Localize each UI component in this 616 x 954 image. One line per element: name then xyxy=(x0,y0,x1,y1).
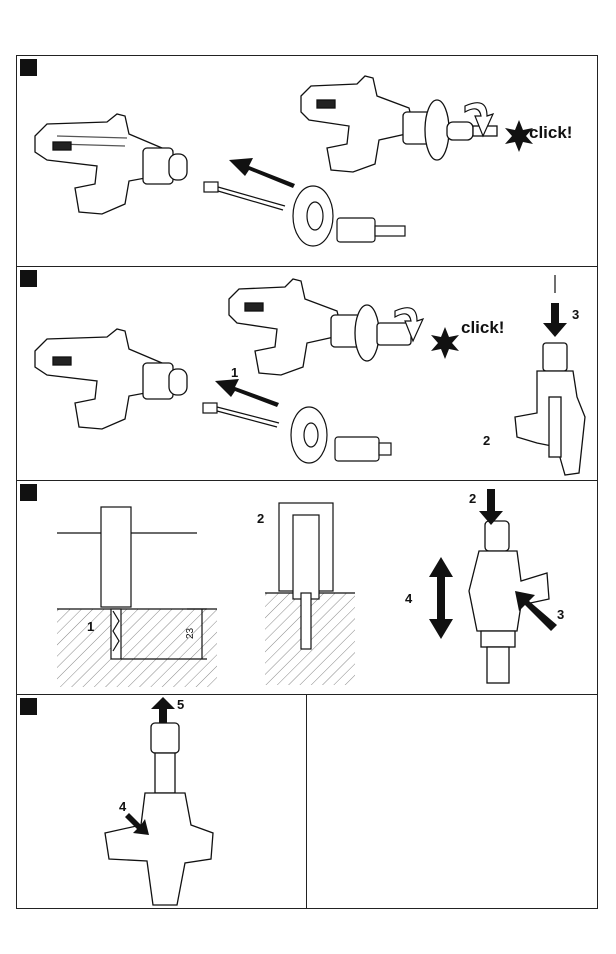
drill-scene xyxy=(57,507,217,687)
push-arrow-icon xyxy=(543,303,567,337)
up-down-arrow-icon xyxy=(429,557,453,639)
step-panel-2: 1 click! 3 2 xyxy=(16,266,598,481)
disc-part xyxy=(291,407,327,463)
step-number: 4 xyxy=(119,799,127,814)
step-number: 2 xyxy=(483,433,490,448)
step-number: 2 xyxy=(469,491,476,506)
adapter-part xyxy=(335,437,391,461)
release-illustration: 5 4 xyxy=(17,695,308,910)
starburst-icon xyxy=(431,327,459,359)
tool-body-left xyxy=(35,114,187,214)
step-number: 3 xyxy=(557,607,564,622)
push-arrow-icon xyxy=(479,489,503,525)
click-label: click! xyxy=(529,123,572,142)
pull-arrow-icon xyxy=(151,697,175,723)
tool-body-upright xyxy=(515,343,585,475)
assembly-illustration-1: click! xyxy=(17,56,599,268)
step-panel-3: 1 23 2 2 4 3 xyxy=(16,480,598,695)
push-arrow-icon xyxy=(229,158,295,188)
tool-body-pressing xyxy=(469,521,549,683)
adapter-part xyxy=(337,218,405,242)
tool-body-middle xyxy=(229,279,411,375)
step-number: 5 xyxy=(177,697,184,712)
disc-part xyxy=(293,186,333,246)
step-number: 3 xyxy=(572,307,579,322)
click-label: click! xyxy=(461,318,504,337)
item-label: 2 xyxy=(257,511,264,526)
rod-part xyxy=(203,403,279,427)
push-arrow-icon xyxy=(215,379,279,407)
item-label: 1 xyxy=(87,619,94,634)
rod-part xyxy=(204,182,285,210)
tool-body-release xyxy=(105,723,213,905)
assembly-illustration-2: 1 click! 3 2 xyxy=(17,267,599,482)
step-number: 1 xyxy=(231,365,238,380)
tool-body-right xyxy=(301,76,497,172)
step-number: 4 xyxy=(405,591,413,606)
step-panel-4: 5 4 xyxy=(16,694,307,909)
tool-body-left xyxy=(35,329,187,429)
depth-dimension: 23 xyxy=(185,627,196,639)
anchor-scene xyxy=(265,503,355,685)
step-panel-1: click! xyxy=(16,55,598,267)
empty-panel xyxy=(306,694,598,909)
drilling-illustration: 1 23 2 2 4 3 xyxy=(17,481,599,696)
